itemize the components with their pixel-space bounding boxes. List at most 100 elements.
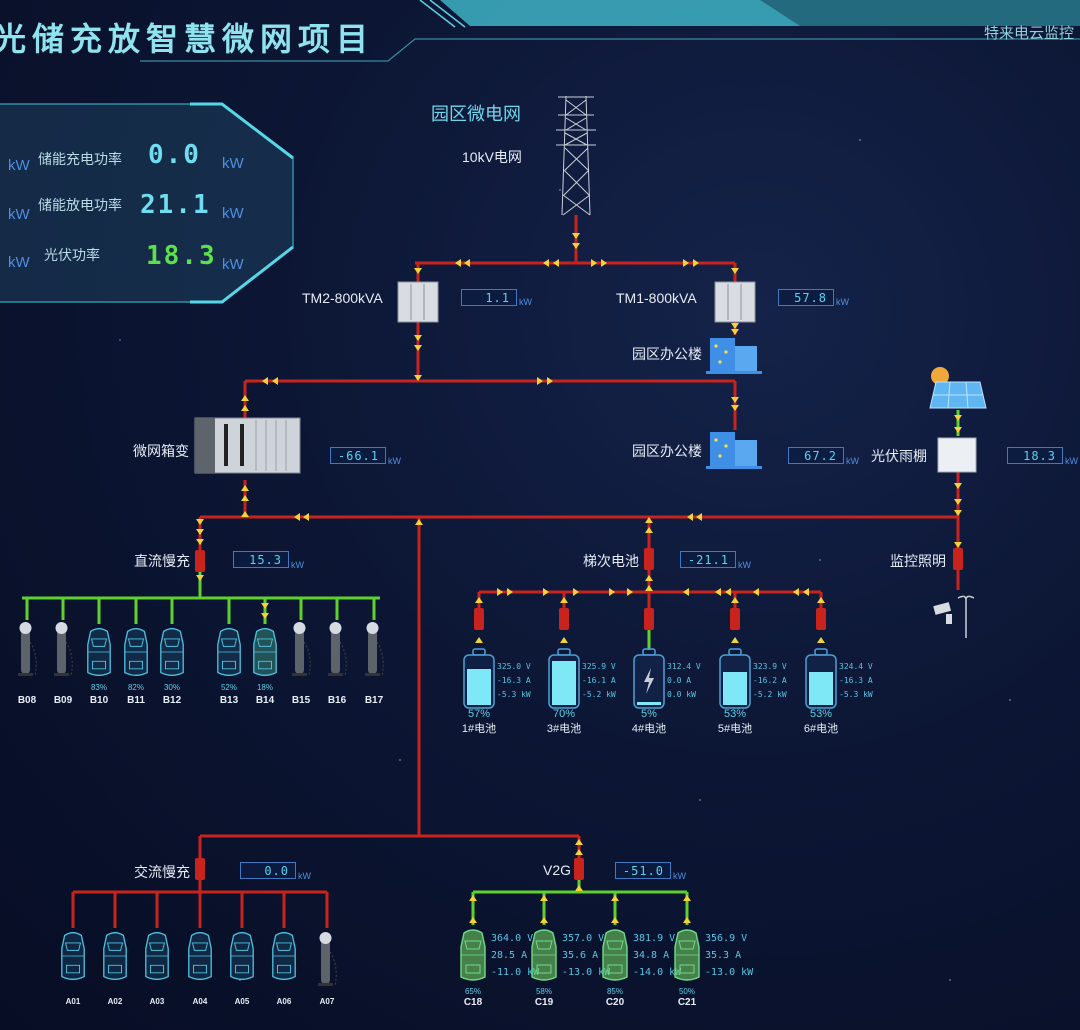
brand-label: 特来电云监控: [983, 25, 1074, 42]
battery-voltage: 323.9 V: [753, 662, 787, 671]
ac-slow-charging-readout: 0.0: [240, 862, 296, 879]
battery-power: -5.3 kW: [497, 690, 531, 699]
flow-arrows: [196, 233, 962, 923]
battery-power: -5.2 kW: [753, 690, 787, 699]
transformer-tm1-label: TM1-800kVA: [616, 290, 697, 306]
spot-id: C20: [605, 997, 625, 1008]
microgrid-box-readout: -66.1: [330, 447, 386, 464]
battery-name: 6#电池: [803, 723, 839, 735]
microgrid-box-substation-icon: [194, 417, 301, 474]
breaker-lighting: [953, 548, 963, 570]
battery-name: 1#电池: [461, 723, 497, 735]
v2g-power: -11.0 kW: [491, 967, 540, 978]
battery-voltage: 312.4 V: [667, 662, 701, 671]
pv-canopy-readout: 18.3: [1007, 447, 1063, 464]
spot-id: B16: [327, 695, 347, 706]
pv-canopy-label: 光伏雨棚: [871, 448, 927, 464]
spot-id: A04: [192, 997, 208, 1006]
v2g-voltage: 356.9 V: [705, 933, 748, 944]
spot-id: C19: [534, 997, 554, 1008]
battery-current: -16.3 A: [839, 676, 873, 685]
header-underline: [140, 38, 1080, 62]
grid-title: 园区微电网: [431, 104, 521, 124]
battery-current: -16.1 A: [582, 676, 616, 685]
readout-unit: kW: [298, 871, 311, 881]
echelon-battery-readout: -21.1: [680, 551, 736, 568]
office-building-icon: [706, 338, 762, 374]
v2g-readout: -51.0: [615, 862, 671, 879]
spot-id: B14: [255, 695, 275, 706]
office-building-icon: [706, 432, 762, 469]
battery-soc: 5%: [641, 708, 657, 720]
spot-id: B15: [291, 695, 311, 706]
summary-label: 储能放电功率: [38, 197, 122, 213]
summary-panel-frame: [0, 102, 294, 304]
echelon-battery-label: 梯次电池: [583, 553, 639, 569]
unit-left: kW: [8, 157, 30, 174]
battery-voltage: 324.4 V: [839, 662, 873, 671]
battery-voltage: 325.0 V: [497, 662, 531, 671]
spot-id: B13: [219, 695, 239, 706]
soc-percent: 85%: [606, 987, 623, 996]
battery-soc: 53%: [809, 708, 833, 720]
soc-percent: 52%: [220, 683, 237, 692]
battery-power: 0.0 kW: [667, 690, 696, 699]
battery-name: 3#电池: [546, 723, 582, 735]
office-building-label: 园区办公楼: [632, 346, 702, 362]
v2g-current: 35.3 A: [705, 950, 742, 961]
summary-value: 21.1: [140, 190, 211, 220]
soc-percent: 30%: [163, 683, 180, 692]
readout-unit: kW: [291, 560, 304, 570]
v2g-current: 34.8 A: [633, 950, 670, 961]
readout-unit: kW: [846, 456, 859, 466]
v2g-current: 28.5 A: [491, 950, 528, 961]
office-building-label: 园区办公楼: [632, 443, 702, 459]
spot-id: A07: [319, 997, 335, 1006]
soc-percent: 65%: [464, 987, 481, 996]
transformer-tm2-label: TM2-800kVA: [302, 290, 383, 306]
dc-slow-charging-readout: 15.3: [233, 551, 289, 568]
battery-name: 5#电池: [717, 723, 753, 735]
v2g-power: -14.0 kW: [633, 967, 682, 978]
unit-left: kW: [8, 254, 30, 271]
summary-unit: kW: [222, 155, 244, 172]
spot-id: B11: [127, 695, 145, 706]
v2g-power: -13.0 kW: [562, 967, 611, 978]
v2g-readings: 381.9 V 34.8 A -14.0 kW: [633, 930, 681, 981]
v2g-readings: 356.9 V 35.3 A -13.0 kW: [705, 930, 753, 981]
battery-name: 4#电池: [631, 723, 667, 735]
red-power-lines: [71, 215, 960, 928]
readout-unit: kW: [673, 871, 686, 881]
v2g-power: -13.0 kW: [705, 967, 754, 978]
readout-unit: kW: [836, 297, 849, 307]
battery-soc: 57%: [467, 708, 491, 720]
spot-id: A01: [65, 997, 81, 1006]
breakers: [195, 548, 963, 880]
readout-unit: kW: [519, 297, 532, 307]
breaker-dc: [195, 550, 205, 572]
battery-voltage: 325.9 V: [582, 662, 616, 671]
page-title: 光储充放智慧微网项目: [0, 21, 375, 57]
spot-id: B17: [364, 695, 384, 706]
summary-value: 0.0: [148, 140, 201, 170]
v2g-voltage: 381.9 V: [633, 933, 676, 944]
spot-id: B08: [17, 695, 37, 706]
battery-readings: 323.9 V-16.2 A-5.2 kW: [753, 660, 787, 702]
summary-value-pv: 18.3: [146, 241, 217, 271]
transformer-tm1-icon: [714, 281, 756, 323]
battery-power: -5.2 kW: [582, 690, 616, 699]
readout-unit: kW: [1065, 456, 1078, 466]
spot-id: B12: [162, 695, 182, 706]
battery-power: -5.3 kW: [839, 690, 873, 699]
spot-id: A06: [276, 997, 292, 1006]
battery-current: -16.3 A: [497, 676, 531, 685]
breaker-v2g: [574, 858, 584, 880]
soc-percent: 58%: [535, 987, 552, 996]
spot-id: B09: [53, 695, 73, 706]
monitoring-lighting-label: 监控照明: [890, 553, 946, 569]
summary-label: 储能充电功率: [38, 151, 122, 167]
transformer-tm1-readout: 57.8: [778, 289, 834, 306]
office-building-readout: 67.2: [788, 447, 844, 464]
readout-unit: kW: [388, 456, 401, 466]
